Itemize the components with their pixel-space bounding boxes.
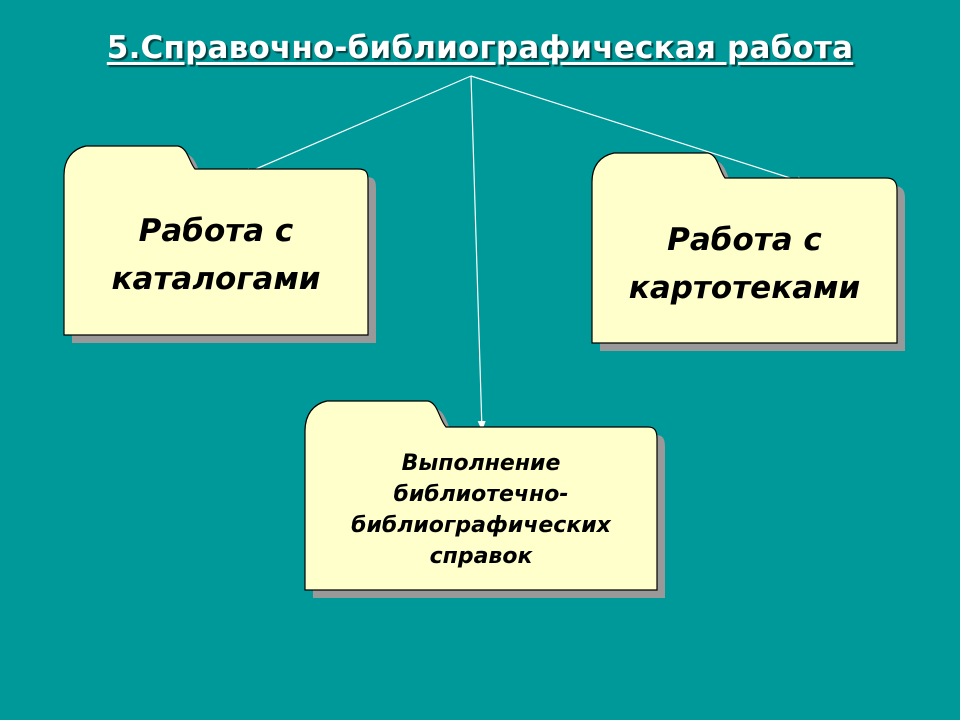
slide-title: 5.Справочно-библиографическая работа (106, 30, 854, 66)
connector-to-references (470, 75, 486, 431)
folder-label-card-files: Работа с картотеками (628, 221, 861, 306)
folder-label-catalogs: Работа с каталогами (111, 213, 321, 297)
folder-references (304, 400, 665, 598)
folder-card-files (591, 152, 905, 351)
connector-to-card-files (470, 75, 807, 185)
connector-to-catalogs (241, 75, 472, 176)
folder-label-references: Выполнение библиотечно- библиографически… (351, 451, 611, 569)
folder-catalogs (63, 145, 376, 343)
